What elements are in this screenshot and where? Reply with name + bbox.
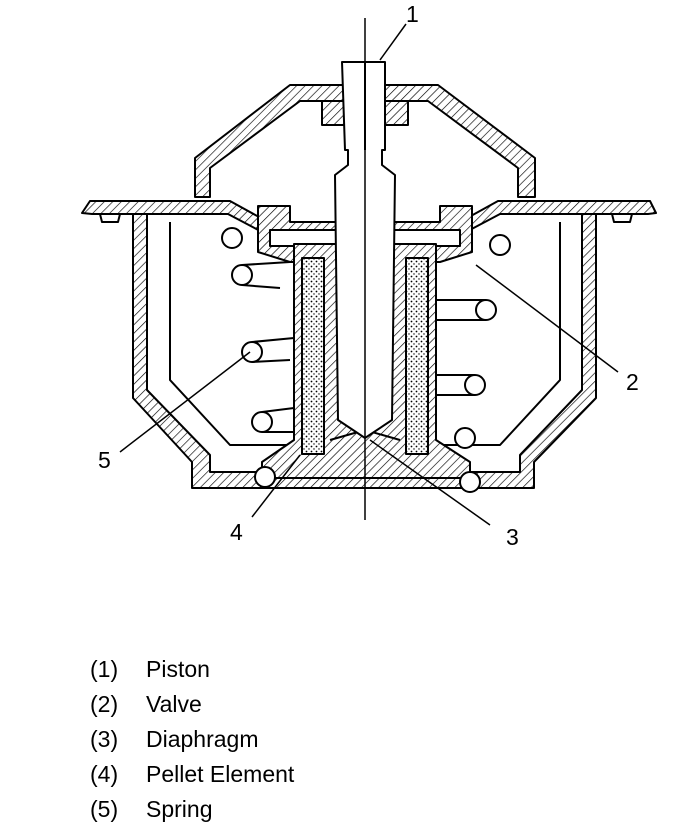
legend-item: (5) Spring <box>90 792 294 827</box>
leader-line-5 <box>119 351 251 453</box>
legend-item: (2) Valve <box>90 687 294 722</box>
legend-item: (3) Diaphragm <box>90 722 294 757</box>
pellet-wax-left <box>301 257 325 455</box>
parts-legend: (1) Piston (2) Valve (3) Diaphragm (4) Pelle… <box>90 652 294 827</box>
callout-4: 4 <box>230 519 243 545</box>
outer-frame <box>132 213 597 489</box>
callout-2: 2 <box>626 369 639 395</box>
legend-label: Diaphragm <box>146 726 259 752</box>
legend-item: (4) Pellet Element <box>90 757 294 792</box>
flange-edge-right <box>611 213 633 223</box>
top-dome <box>194 84 536 198</box>
callout-1: 1 <box>406 1 419 27</box>
legend-label: Valve <box>146 691 202 717</box>
spring-wire-right <box>436 299 486 396</box>
legend-number: (5) <box>90 796 119 822</box>
legend-number: (3) <box>90 726 119 752</box>
flange-edge-left <box>99 213 121 223</box>
legend-item: (1) Piston <box>90 652 294 687</box>
legend-number: (2) <box>90 691 119 717</box>
flange-right <box>459 200 657 233</box>
legend-number: (4) <box>90 761 119 787</box>
thermostat-cross-section-diagram: 1 2 3 4 5 <box>81 1 657 550</box>
leader-line-1 <box>379 23 407 61</box>
callout-3: 3 <box>506 524 519 550</box>
legend-label: Spring <box>146 796 213 822</box>
leader-line-4 <box>251 454 301 518</box>
leader-line-2 <box>475 264 619 373</box>
leader-line-3 <box>369 439 491 526</box>
spring-coils-left <box>221 227 276 488</box>
pellet-wax-right <box>405 257 429 455</box>
spring-coils-right <box>454 234 511 493</box>
callout-5: 5 <box>98 447 111 473</box>
legend-number: (1) <box>90 656 119 682</box>
legend-label: Pellet Element <box>146 761 295 787</box>
flange-left <box>81 200 269 233</box>
spring-wire-left <box>241 261 295 433</box>
legend-label: Piston <box>146 656 210 682</box>
